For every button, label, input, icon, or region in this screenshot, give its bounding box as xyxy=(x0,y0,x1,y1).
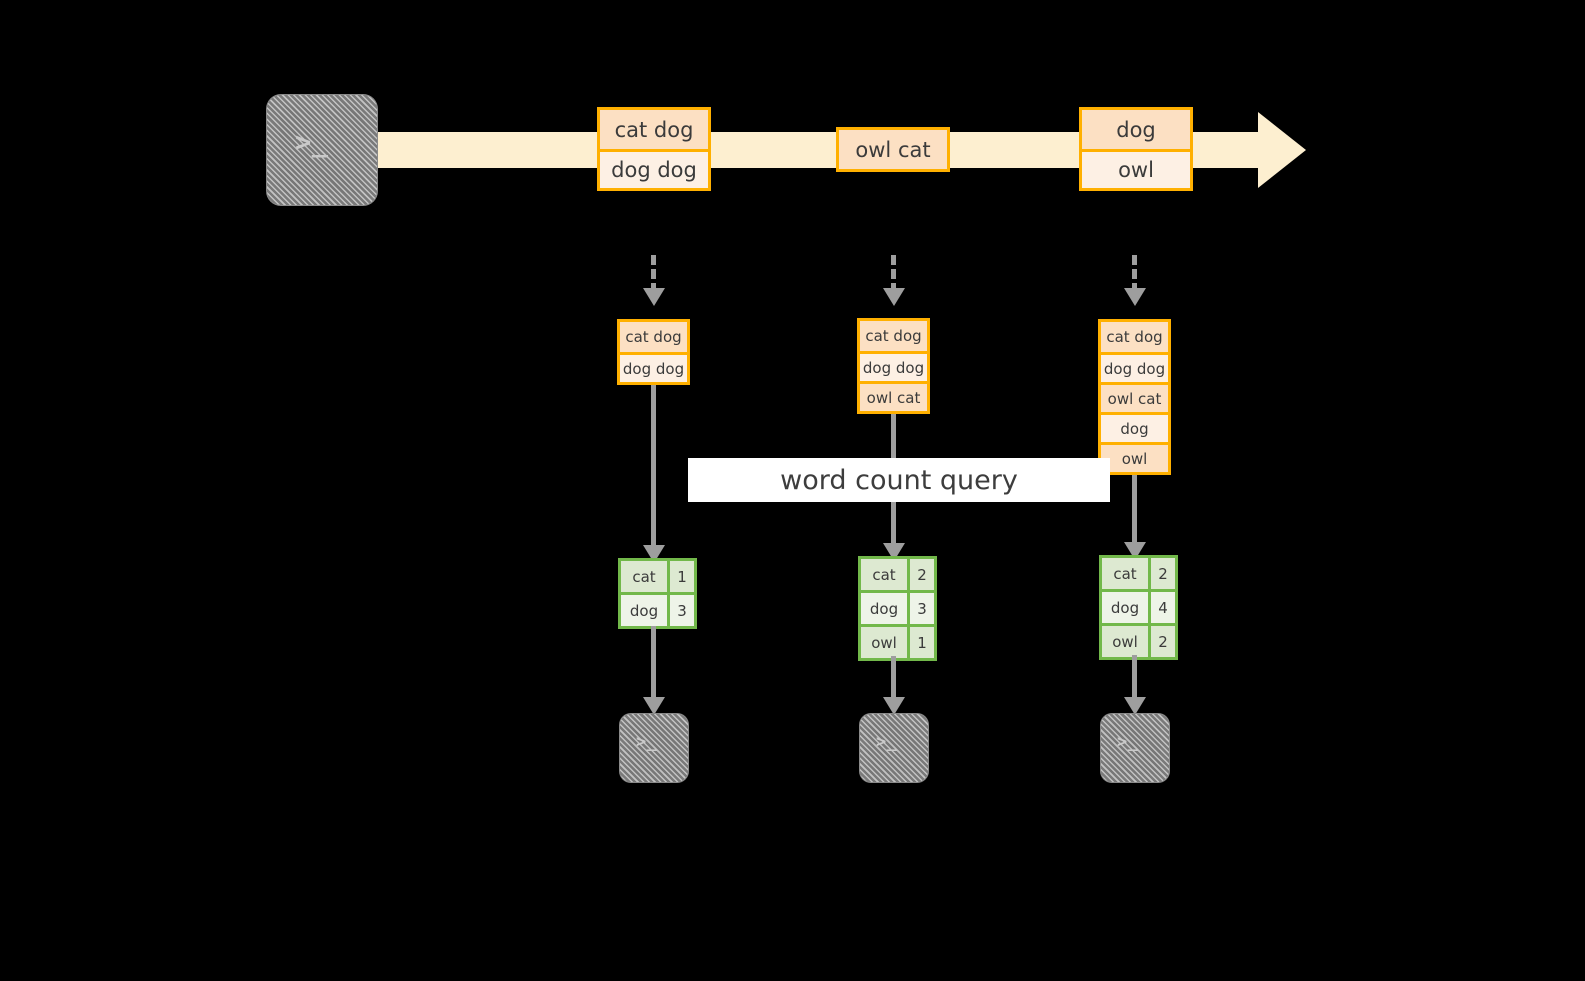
terminal-prompt-glyph: >_ xyxy=(295,127,329,158)
result-word: dog xyxy=(861,593,907,624)
stream-event-1-line-1: cat dog xyxy=(600,110,708,149)
snapshot-3-tap-arrowhead xyxy=(1124,288,1146,306)
snapshot-2-tap-arrowhead xyxy=(883,288,905,306)
snapshot-2-event-line-1: cat dog xyxy=(860,321,927,351)
table-row: cat 2 xyxy=(861,559,934,590)
snapshot-2-tap-line xyxy=(891,255,896,293)
snapshot-1-event-line-1: cat dog xyxy=(620,322,687,352)
snapshot-3-event-line-4: dog xyxy=(1101,412,1168,442)
terminal-prompt-glyph: >_ xyxy=(876,732,898,752)
snapshot-1-consumer-terminal-icon: >_ xyxy=(620,714,688,782)
stream-event-3-line-1: dog xyxy=(1082,110,1190,149)
snapshot-1-query-line xyxy=(651,385,656,560)
stream-event-3-line-2: owl xyxy=(1082,149,1190,188)
snapshot-3-output-arrowhead xyxy=(1124,697,1146,715)
snapshot-1-result-table: cat 1 dog 3 xyxy=(618,558,697,629)
table-row: dog 3 xyxy=(621,592,694,626)
snapshot-3-event-line-5: owl xyxy=(1101,442,1168,472)
snapshot-2-result-table: cat 2 dog 3 owl 1 xyxy=(858,556,937,661)
query-banner: word count query xyxy=(688,458,1110,502)
snapshot-1-tap-line xyxy=(651,255,656,293)
result-word: cat xyxy=(861,559,907,590)
table-row: owl 1 xyxy=(861,624,934,658)
result-word: cat xyxy=(621,561,667,592)
snapshot-3-event-line-2: dog dog xyxy=(1101,352,1168,382)
snapshot-1-output-line xyxy=(651,626,656,710)
snapshot-2-event-line-2: dog dog xyxy=(860,351,927,381)
snapshot-2-output-arrowhead xyxy=(883,697,905,715)
snapshot-3-tap-line xyxy=(1132,255,1137,293)
stream-event-1: cat dog dog dog xyxy=(597,107,711,191)
snapshot-3-event-line-1: cat dog xyxy=(1101,322,1168,352)
result-word: cat xyxy=(1102,558,1148,589)
result-count: 1 xyxy=(667,561,694,592)
producer-terminal-icon: >_ xyxy=(267,95,377,205)
stream-event-3: dog owl xyxy=(1079,107,1193,191)
table-row: cat 2 xyxy=(1102,558,1175,589)
table-row: owl 2 xyxy=(1102,623,1175,657)
stream-event-2-line-1: owl cat xyxy=(839,130,947,169)
result-count: 2 xyxy=(1148,558,1175,589)
snapshot-2-event-line-3: owl cat xyxy=(860,381,927,411)
result-word: dog xyxy=(621,595,667,626)
snapshot-3-event-line-3: owl cat xyxy=(1101,382,1168,412)
result-word: dog xyxy=(1102,592,1148,623)
stream-event-2: owl cat xyxy=(836,127,950,172)
snapshot-1-accumulated-events: cat dog dog dog xyxy=(617,319,690,385)
snapshot-1-event-line-2: dog dog xyxy=(620,352,687,382)
snapshot-2-output-line xyxy=(891,656,896,710)
table-row: dog 3 xyxy=(861,590,934,624)
snapshot-1-output-arrowhead xyxy=(643,697,665,715)
snapshot-3-accumulated-events: cat dog dog dog owl cat dog owl xyxy=(1098,319,1171,475)
result-word: owl xyxy=(861,627,907,658)
snapshot-3-query-line xyxy=(1132,475,1137,558)
result-word: owl xyxy=(1102,626,1148,657)
terminal-prompt-glyph: >_ xyxy=(1117,732,1139,752)
snapshot-2-consumer-terminal-icon: >_ xyxy=(860,714,928,782)
snapshot-1-tap-arrowhead xyxy=(643,288,665,306)
stream-event-1-line-2: dog dog xyxy=(600,149,708,188)
result-count: 3 xyxy=(907,593,934,624)
snapshot-3-consumer-terminal-icon: >_ xyxy=(1101,714,1169,782)
snapshot-3-output-line xyxy=(1132,655,1137,710)
result-count: 2 xyxy=(1148,626,1175,657)
snapshot-3-result-table: cat 2 dog 4 owl 2 xyxy=(1099,555,1178,660)
result-count: 3 xyxy=(667,595,694,626)
table-row: dog 4 xyxy=(1102,589,1175,623)
table-row: cat 1 xyxy=(621,561,694,592)
terminal-prompt-glyph: >_ xyxy=(636,732,658,752)
result-count: 1 xyxy=(907,627,934,658)
snapshot-2-accumulated-events: cat dog dog dog owl cat xyxy=(857,318,930,414)
event-stream-arrow-head xyxy=(1258,112,1306,188)
query-label: word count query xyxy=(780,464,1018,496)
result-count: 4 xyxy=(1148,592,1175,623)
result-count: 2 xyxy=(907,559,934,590)
